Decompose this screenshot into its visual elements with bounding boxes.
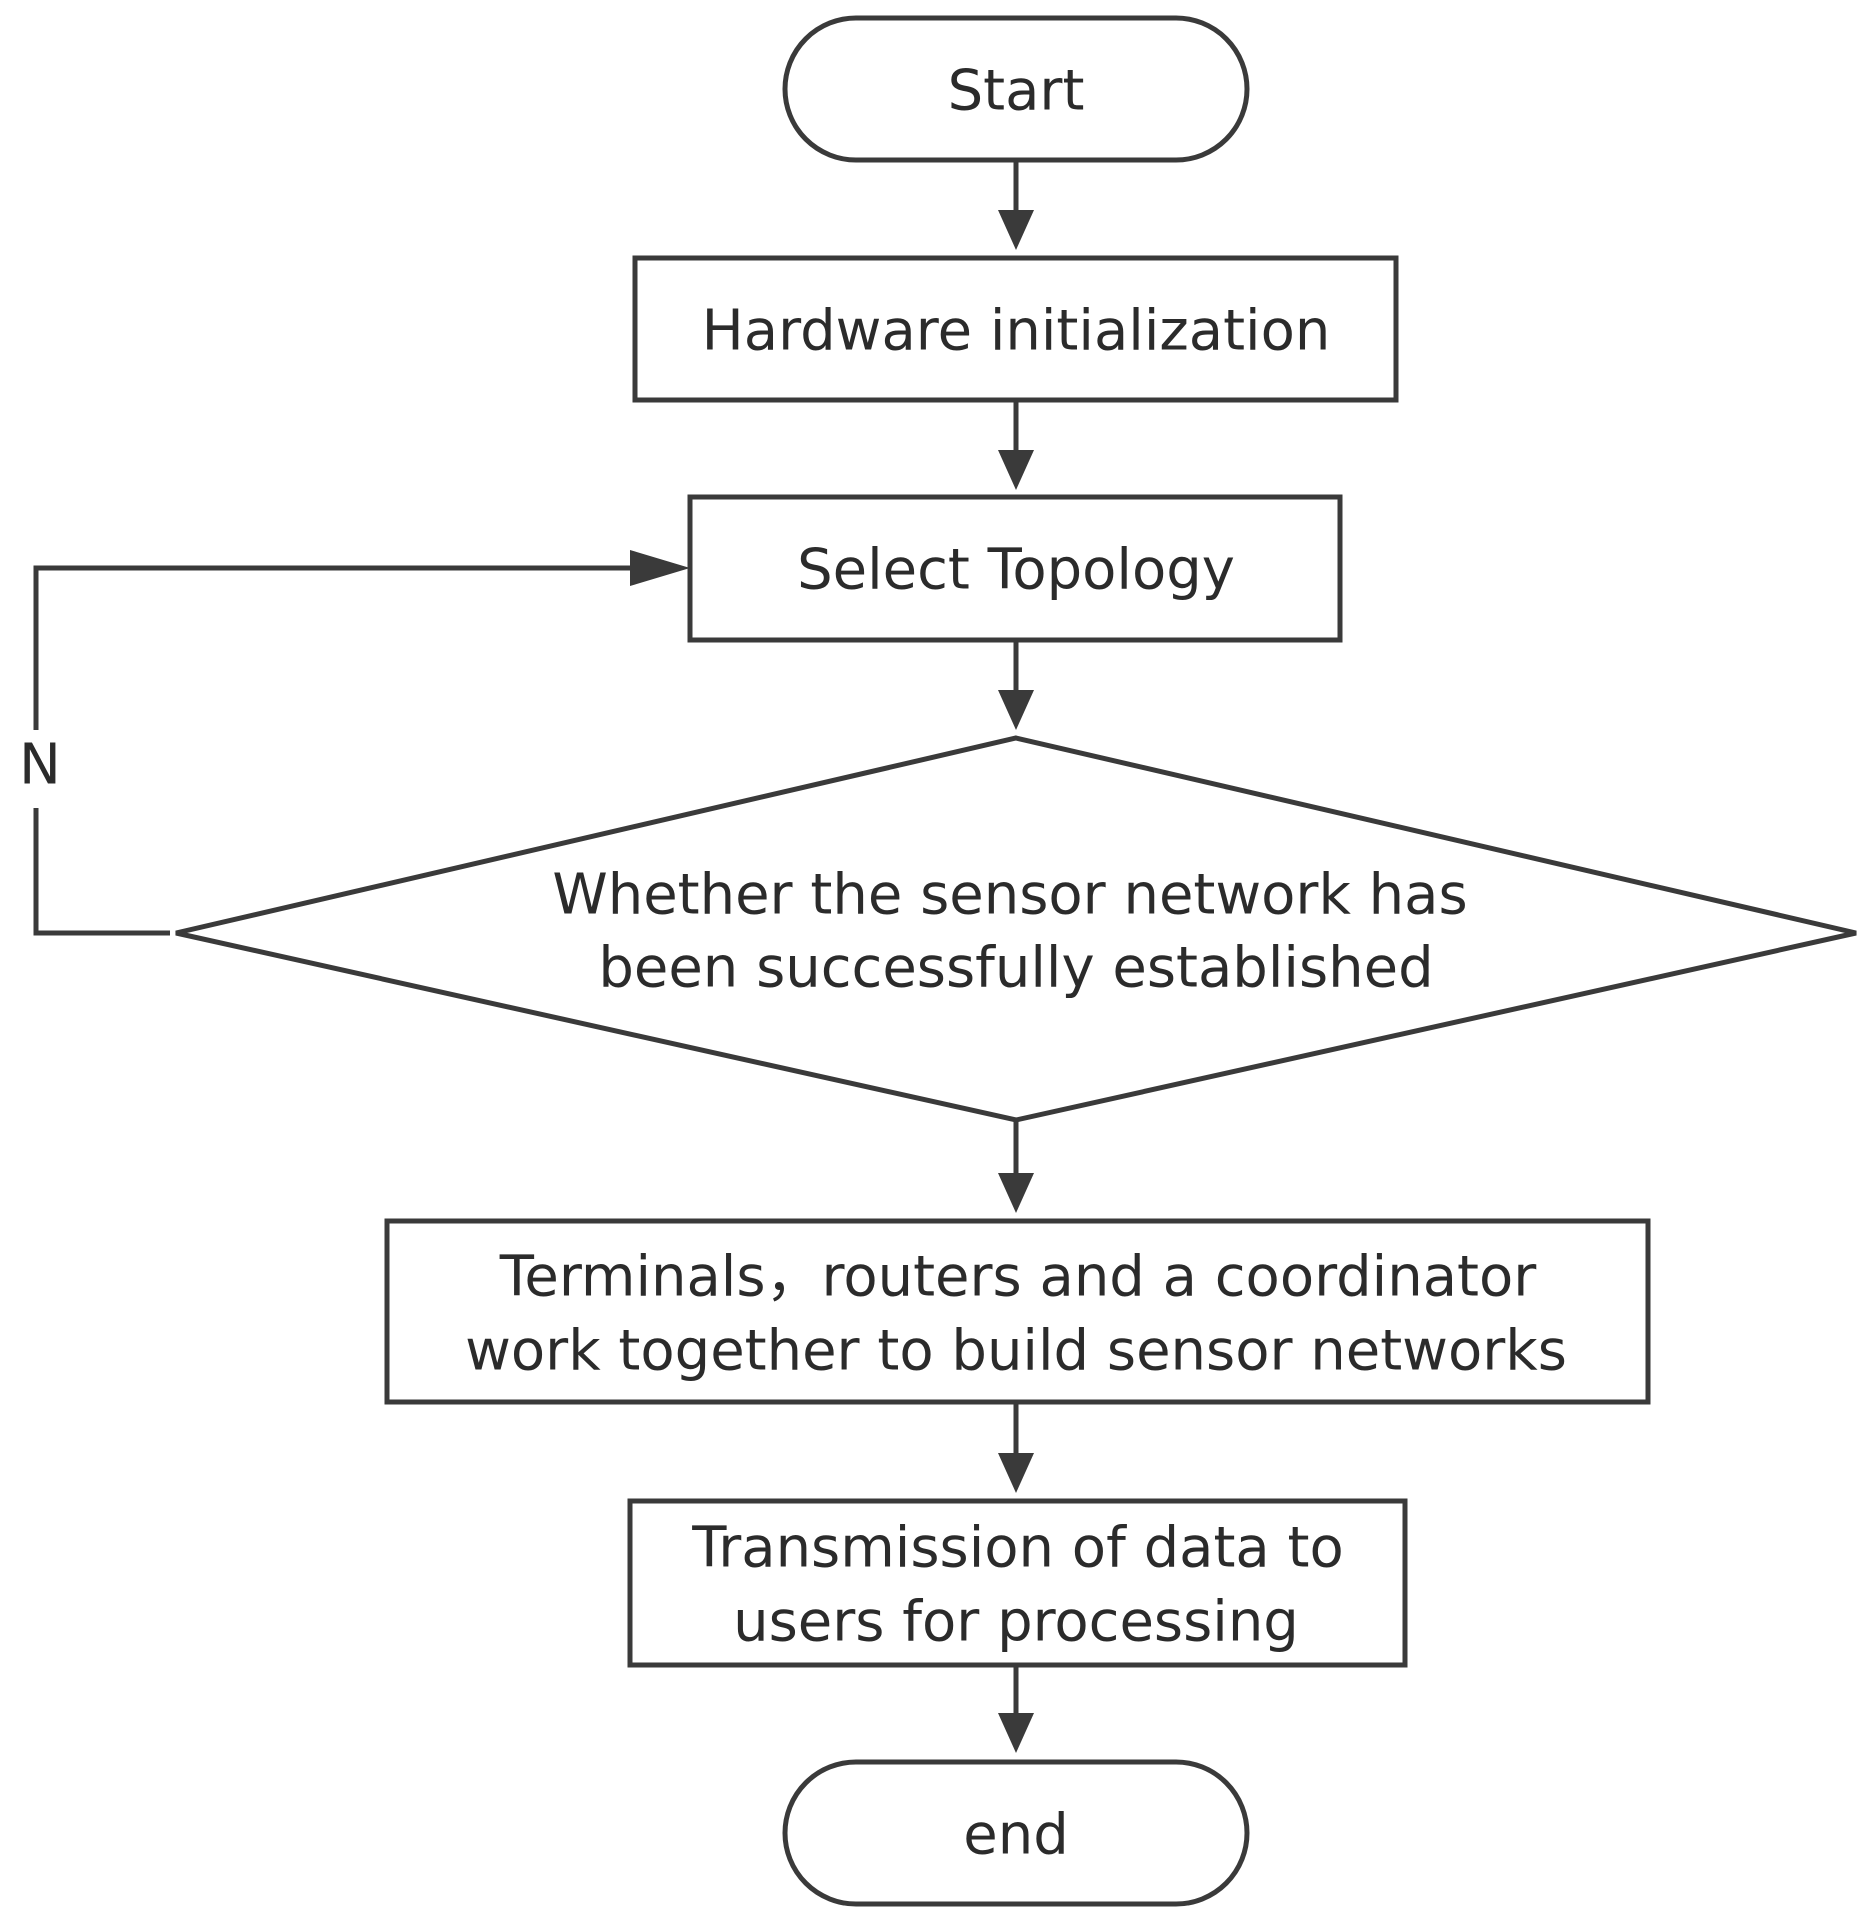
- arrowhead-icon: [998, 1173, 1034, 1213]
- arrowhead-icon: [998, 690, 1034, 730]
- loop-label-n: N: [19, 733, 61, 798]
- transmit-label-line-1: Transmission of data to: [691, 1516, 1344, 1581]
- transmit-label-line-2: users for processing: [733, 1590, 1299, 1655]
- arrowhead-icon: [998, 450, 1034, 490]
- end-label: end: [963, 1803, 1069, 1868]
- connectors: [33, 160, 1034, 1753]
- build-network-label-line-2: work together to build sensor networks: [465, 1319, 1567, 1384]
- edge-select-topology-to-decision: [998, 640, 1034, 730]
- node-end: end: [782, 1759, 1250, 1907]
- edge-transmit-to-end: [998, 1665, 1034, 1753]
- decision-label-line-1: Whether the sensor network has: [552, 863, 1467, 928]
- start-label: Start: [948, 59, 1085, 124]
- arrowhead-icon: [998, 210, 1034, 250]
- arrowhead-icon: [998, 1453, 1034, 1493]
- hardware-init-label: Hardware initialization: [702, 299, 1331, 364]
- select-topology-box: [687, 494, 1343, 643]
- node-transmit: Transmission of data to users for proces…: [627, 1498, 1408, 1668]
- decision-diamond: [175, 735, 1857, 1123]
- edge-start-to-hardware-init: [998, 160, 1034, 250]
- decision-label-line-2: been successfully established: [598, 936, 1433, 1001]
- select-topology-label: Select Topology: [797, 538, 1235, 603]
- node-decision: Whether the sensor network has been succ…: [175, 735, 1857, 1123]
- node-start: Start: [782, 15, 1250, 163]
- arrowhead-icon: [998, 1713, 1034, 1753]
- end-terminal-shape: [782, 1759, 1250, 1907]
- edge-hardware-init-to-select-topology: [998, 400, 1034, 490]
- edge-decision-to-build-network: [998, 1120, 1034, 1213]
- build-network-box: [384, 1218, 1651, 1405]
- hardware-init-box: [632, 255, 1399, 403]
- transmit-box: [627, 1498, 1408, 1668]
- node-hardware-init: Hardware initialization: [632, 255, 1399, 403]
- node-select-topology: Select Topology: [687, 494, 1343, 643]
- arrowhead-icon: [630, 550, 690, 586]
- edge-build-network-to-transmit: [998, 1402, 1034, 1493]
- build-network-label-line-1: Terminals，routers and a coordinator: [499, 1245, 1538, 1310]
- node-build-network: Terminals，routers and a coordinator work…: [384, 1218, 1651, 1405]
- start-terminal-shape: [782, 15, 1250, 163]
- edge-decision-loop-back: [33, 550, 690, 936]
